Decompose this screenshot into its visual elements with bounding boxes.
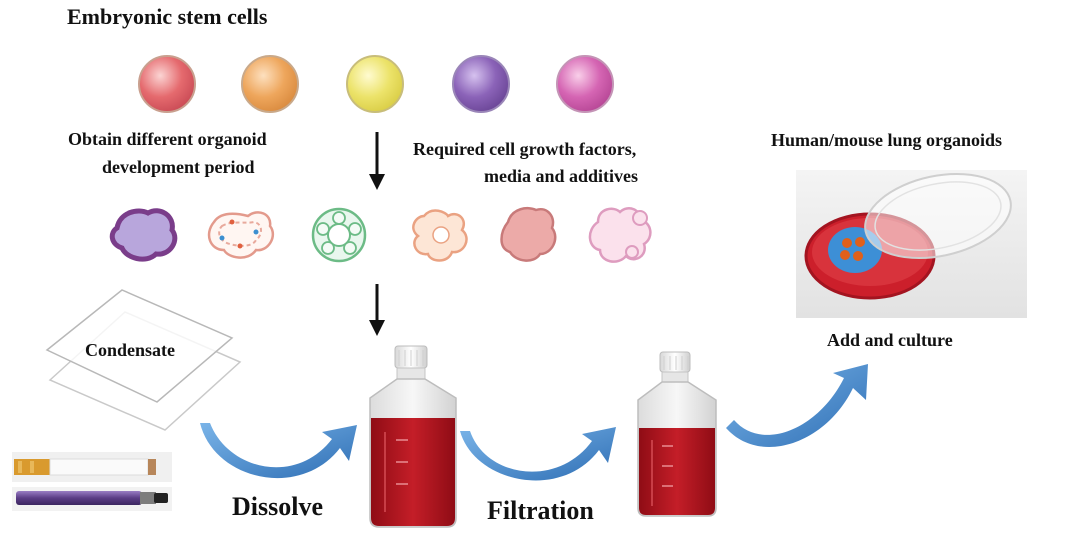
down-arrow-icon: [369, 284, 385, 336]
filtration-label: Filtration: [487, 496, 594, 525]
condensate-slides-icon: [45, 289, 242, 431]
down-arrow-icon: [369, 132, 385, 190]
curved-arrow-icon: [460, 427, 616, 481]
organoid-stage-5-icon: [500, 206, 557, 262]
organoid-stage-2-icon: [207, 211, 275, 259]
stem-cell-orange-icon: [241, 55, 299, 113]
petri-dish-icon: [796, 170, 1027, 318]
required-factors-label-line2: media and additives: [484, 166, 639, 186]
organoid-stages-row: [109, 206, 652, 263]
obtain-organoid-label-line2: development period: [102, 157, 255, 177]
stem-cells-row: [138, 55, 614, 113]
curved-arrow-icon: [200, 423, 357, 479]
required-factors-label-line1: Required cell growth factors,: [413, 139, 637, 159]
condensate-label: Condensate: [85, 340, 176, 360]
organoid-stage-3-icon: [311, 207, 367, 263]
organoids-title: Human/mouse lung organoids: [771, 130, 1003, 150]
dissolve-label: Dissolve: [232, 492, 323, 521]
cigarette-icon: [12, 452, 172, 482]
title-embryonic-stem-cells: Embryonic stem cells: [67, 4, 268, 29]
add-and-culture-label: Add and culture: [827, 330, 953, 350]
stem-cell-pink-icon: [556, 55, 614, 113]
curved-arrow-icon: [726, 364, 868, 447]
obtain-organoid-label-line1: Obtain different organoid: [68, 129, 267, 149]
stem-cell-red-icon: [138, 55, 196, 113]
organoid-stage-4-icon: [412, 209, 468, 262]
culture-flask-icon: [369, 345, 457, 528]
stem-cell-yellow-icon: [346, 55, 404, 113]
organoid-stage-6-icon: [588, 207, 652, 263]
stem-cell-purple-icon: [452, 55, 510, 113]
culture-flask-icon: [637, 351, 717, 517]
e-cigarette-icon: [12, 487, 172, 511]
organoid-stage-1-icon: [109, 208, 178, 262]
